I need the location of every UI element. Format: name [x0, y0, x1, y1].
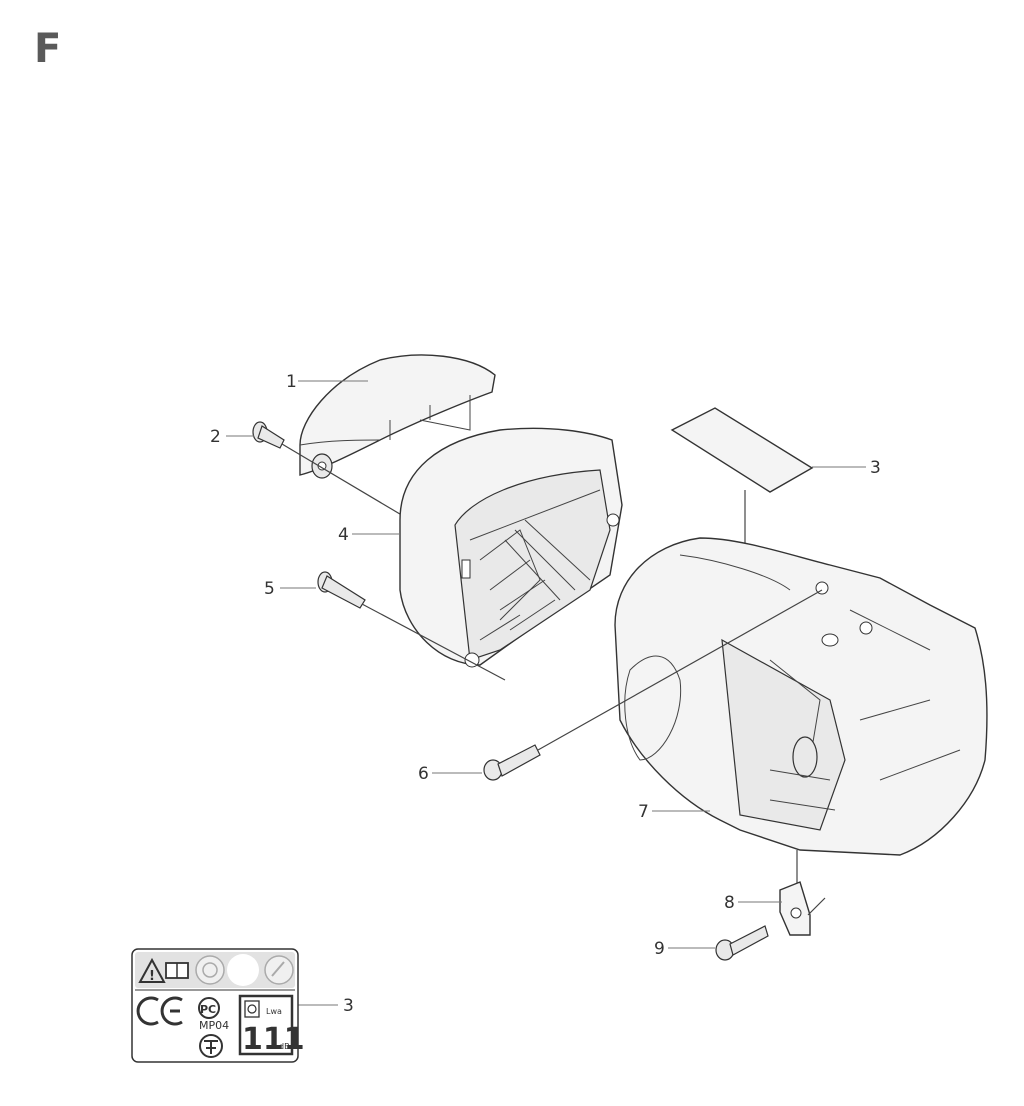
ce-mark-icon: [136, 996, 183, 1026]
lwa-label: Lwa: [266, 1007, 282, 1016]
callout-8: 8: [724, 893, 735, 913]
callout-3: 3: [870, 458, 881, 478]
certification-decal: ! PC MP04: [131, 948, 305, 1063]
callout-6: 6: [418, 764, 429, 784]
gost-cert-icon: [199, 1034, 223, 1058]
callout-5: 5: [264, 579, 275, 599]
eye-protection-icon: [264, 955, 294, 985]
part-9-screw: [715, 925, 769, 961]
section-letter: F: [34, 26, 61, 72]
part-8-bracket: [779, 850, 826, 936]
warning-triangle-icon: !: [138, 957, 166, 984]
manual-book-icon: [165, 962, 189, 979]
callout-1: 1: [286, 372, 297, 392]
svg-text:PC: PC: [200, 1003, 216, 1016]
callout-7: 7: [638, 802, 649, 822]
part-2-screw: [252, 421, 411, 521]
callout-3-decal: 3: [343, 996, 354, 1016]
ear-protection-icon: [195, 955, 225, 985]
callout-2: 2: [210, 427, 221, 447]
part-5-screw: [317, 571, 506, 681]
cert-code: MP04: [199, 1019, 229, 1032]
callout-4: 4: [338, 525, 349, 545]
pct-cert-icon: PC MP04: [198, 997, 229, 1032]
part-4-filter-housing: [399, 427, 623, 668]
part-6-screw: [483, 589, 823, 781]
part-7-cylinder-cover: [614, 537, 988, 856]
svg-text:!: !: [149, 969, 155, 984]
callout-9: 9: [654, 939, 665, 959]
sound-level-unit: dB: [279, 1042, 290, 1051]
leader-lines: [226, 380, 866, 1006]
sound-level-label: Lwa 111 dB: [238, 994, 305, 1057]
sound-level-value: 111: [242, 1022, 305, 1057]
ear-icon: [244, 1000, 260, 1018]
